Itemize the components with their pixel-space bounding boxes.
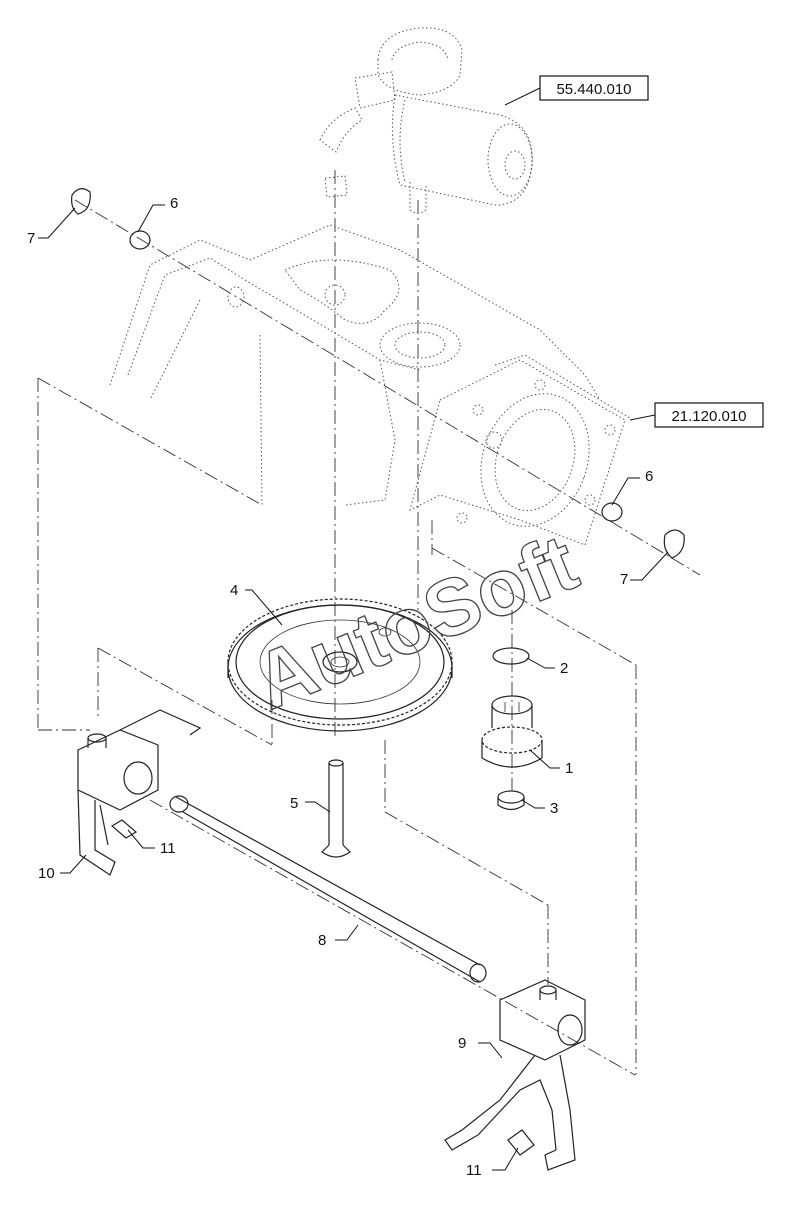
callout-11b: 11	[466, 1162, 482, 1179]
pinion-gear-1	[481, 695, 543, 768]
callout-3: 3	[550, 800, 558, 817]
callout-labels: 1 2 3 4 5 6 6 7 7 8 9 10 11 11	[27, 195, 653, 1179]
leader-lines	[38, 87, 669, 1171]
callout-7b: 7	[620, 571, 628, 588]
watermark: AutoSoft	[242, 517, 588, 726]
snap-ring-7-upper	[71, 188, 91, 215]
callout-4: 4	[230, 582, 238, 599]
callout-8: 8	[318, 932, 326, 949]
callout-2: 2	[560, 660, 568, 677]
callout-11a: 11	[160, 840, 176, 857]
callout-7a: 7	[27, 230, 35, 247]
plug-3	[497, 790, 525, 811]
assembly-centerlines	[37, 170, 701, 1076]
callout-1: 1	[565, 760, 573, 777]
o-ring-2	[492, 647, 530, 665]
large-gear-4	[227, 598, 453, 732]
housing	[109, 224, 631, 546]
reference-55-440-010[interactable]: 55.440.010	[539, 75, 649, 101]
reference-21-120-010[interactable]: 21.120.010	[654, 402, 764, 428]
snap-ring-7-lower	[663, 529, 685, 559]
reference-55-440-010-label: 55.440.010	[556, 81, 631, 98]
callout-6b: 6	[645, 468, 653, 485]
shift-fork-10	[77, 709, 202, 876]
callout-10: 10	[38, 865, 55, 882]
callout-9: 9	[458, 1035, 466, 1052]
callout-5: 5	[290, 795, 298, 812]
o-ring-6-upper	[129, 230, 151, 250]
pin-5	[321, 759, 351, 858]
shift-fork-9	[444, 979, 586, 1171]
motor-assembly	[319, 27, 533, 214]
shift-rod-8	[169, 795, 487, 983]
reference-21-120-010-label: 21.120.010	[671, 408, 746, 425]
o-ring-6-lower	[601, 502, 623, 522]
callout-6a: 6	[170, 195, 178, 212]
